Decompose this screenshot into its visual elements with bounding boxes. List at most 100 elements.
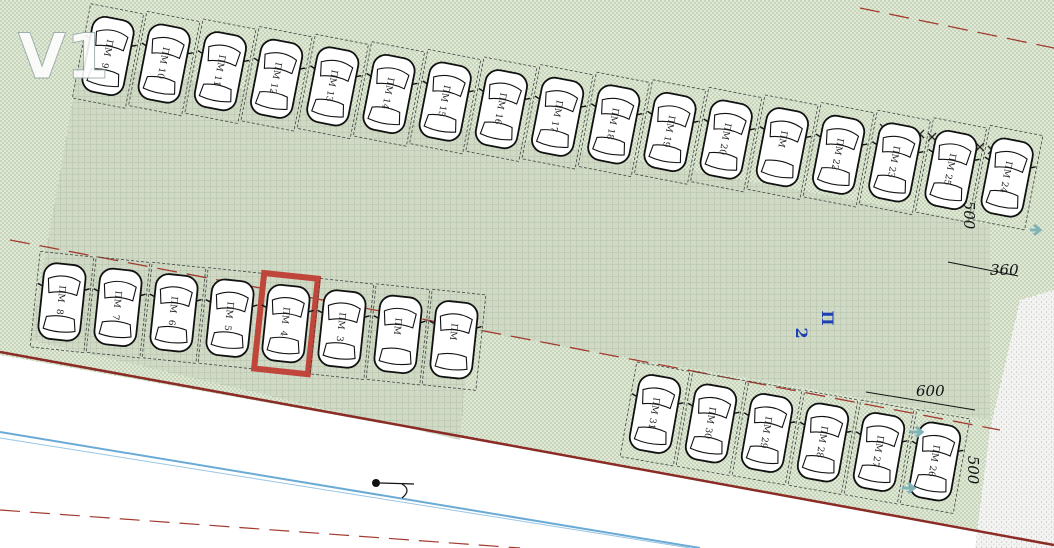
space-label: ПМ: [111, 290, 123, 308]
parking-bay-outline: [352, 41, 426, 147]
dash-line-3: [859, 7, 1054, 49]
parking-bay-outline: [675, 371, 747, 476]
parking-space: ПМ 29: [731, 380, 803, 486]
space-number: 15: [435, 104, 447, 117]
car-icon: [306, 46, 362, 127]
space-label: ПМ: [270, 61, 283, 80]
space-label: ПМ: [816, 425, 829, 444]
sand-area: [975, 290, 1054, 548]
space-label: ПМ: [335, 312, 347, 330]
space-label: ПМ: [438, 84, 451, 103]
parking-bay-outline: [240, 26, 313, 132]
parking-bay-outline: [365, 283, 431, 386]
space-label: ПМ: [157, 46, 170, 65]
parking-bay-outline: [128, 10, 201, 117]
space-label: ПМ: [872, 434, 885, 453]
space-label: ПМ: [167, 296, 179, 314]
parking-bay-outline: [250, 269, 322, 378]
space-label: ПМ: [760, 415, 773, 434]
car-icon: [418, 61, 474, 142]
space-number: 24: [997, 180, 1009, 193]
space-number: 22: [829, 158, 841, 171]
space-label: ПМ: [928, 444, 941, 463]
car-icon: [531, 76, 587, 157]
parking-bay-outline: [521, 64, 594, 170]
space-number: 14: [379, 97, 391, 110]
space-label: ПМ: [494, 92, 507, 111]
parking-bay-outline: [465, 56, 538, 162]
stop-marker-icon: [372, 479, 415, 499]
parking-bay-outline: [787, 390, 859, 495]
space-number: 4: [278, 330, 289, 337]
space-label: ПМ: [888, 145, 901, 164]
space-number: 10: [154, 66, 166, 79]
parking-space: ПМ8: [29, 251, 95, 353]
car-icon: [250, 38, 306, 119]
parking-rows: ПМ9ПМ10ПМ11ПМ12ПМ13ПМ14ПМ15ПМ16ПМ17ПМ18П…: [29, 3, 1044, 514]
parking-bay-outline: [731, 380, 803, 486]
arrow-icon: [902, 223, 1043, 495]
car-icon: [93, 267, 146, 347]
car-icon: [852, 412, 908, 492]
dash-line-1: [9, 239, 1001, 431]
zone-number-group: 2: [792, 327, 811, 338]
parking-space: ПМ5: [197, 267, 263, 370]
parking-bay-outline: [690, 86, 763, 193]
car-icon: [137, 23, 193, 104]
parking-space: ПМ: [421, 288, 487, 391]
car-icon: [193, 31, 250, 112]
space-number: 9: [99, 62, 110, 70]
parking-bay-outline: [577, 71, 650, 178]
parking-bay-outline: [71, 3, 145, 109]
car-icon: [740, 393, 796, 473]
parking-bay-outline: [296, 33, 369, 140]
dimension-bottom-length: 600: [916, 382, 945, 400]
car-icon: [924, 130, 980, 210]
parking-bay-outline: [619, 361, 691, 467]
car-icon: [81, 16, 137, 96]
space-number: 29: [757, 436, 769, 449]
parking-bay-outline: [971, 124, 1044, 231]
space-number: 31: [645, 417, 657, 430]
car-icon: [362, 54, 418, 134]
space-number: 26: [925, 464, 937, 477]
space-label: ПМ: [391, 317, 403, 335]
car-icon: [980, 137, 1036, 218]
space-label: ПМ: [775, 130, 788, 149]
space-number: 11: [211, 74, 223, 87]
space-number: 23: [885, 165, 897, 178]
space-label: ПМ: [663, 114, 676, 133]
logo: V1: [18, 20, 109, 93]
car-icon: [37, 262, 90, 342]
space-label: ПМ: [1000, 160, 1013, 179]
parking-space: ПМ9: [71, 3, 145, 109]
space-number: 8: [54, 308, 65, 315]
car-icon: [261, 284, 314, 364]
space-label: ПМ: [279, 306, 291, 324]
car-icon: [317, 289, 370, 369]
car-icon: [474, 69, 531, 150]
car-icon: [684, 383, 740, 464]
parking-bay-outline: [141, 261, 207, 364]
car-icon: [812, 114, 868, 195]
car-icon: [149, 273, 202, 353]
dimension-bottom-right: 600 500: [865, 382, 982, 485]
parking-bay-outline: [899, 409, 971, 514]
space-label: ПМ: [382, 76, 395, 95]
car-icon: [587, 84, 643, 165]
curb-line: [0, 350, 1054, 547]
